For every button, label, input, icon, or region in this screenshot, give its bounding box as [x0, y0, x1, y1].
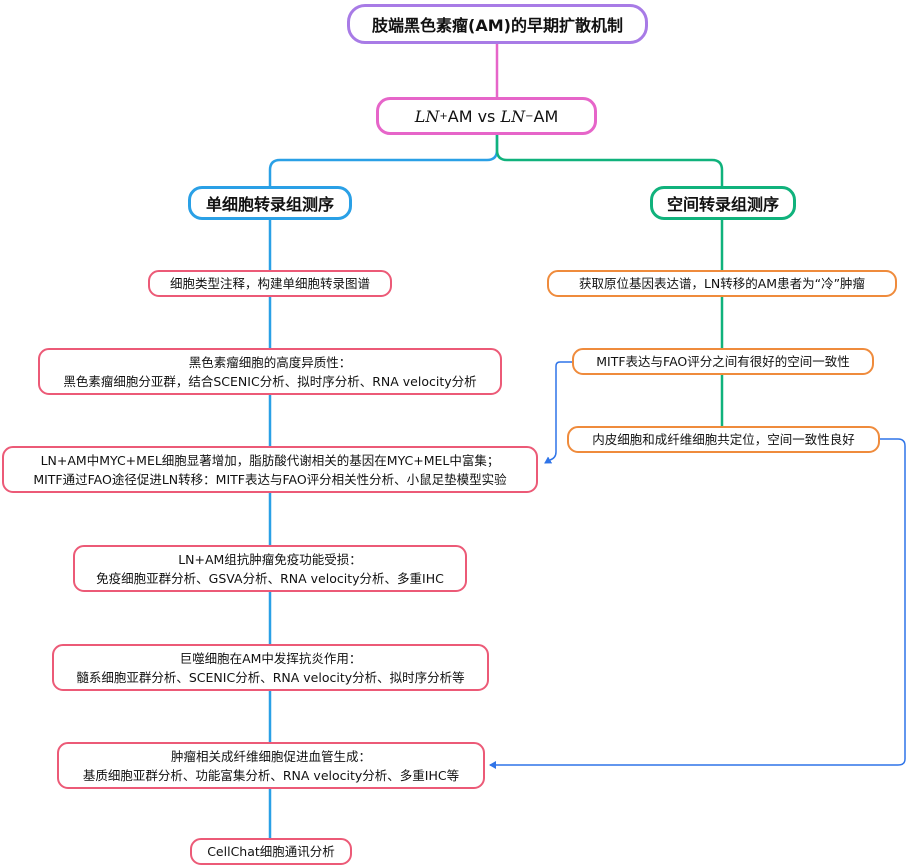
- node-line: 获取原位基因表达谱，LN转移的AM患者为“冷”肿瘤: [578, 276, 866, 291]
- link-arrow-mitf: [544, 361, 572, 464]
- node-line: MITF通过FAO途径促进LN转移：MITF表达与FAO评分相关性分析、小鼠足垫…: [33, 471, 507, 487]
- ln-symbol-1: LN: [414, 106, 440, 126]
- single-cell-branch: 单细胞转录组测序: [188, 186, 352, 220]
- node-line: 内皮细胞和成纤维细胞共定位，空间一致性良好: [592, 432, 855, 447]
- node-line: 巨噬细胞在AM中发挥抗炎作用：: [179, 650, 362, 666]
- node-line: 免疫细胞亚群分析、GSVA分析、RNA velocity分析、多重IHC: [96, 570, 444, 586]
- minus-sign: −: [525, 110, 534, 122]
- left-node-cellchat: CellChat细胞通讯分析: [190, 838, 352, 865]
- right-node-colocalization: 内皮细胞和成纤维细胞共定位，空间一致性良好: [567, 426, 880, 453]
- right-branch-connector: [495, 134, 724, 187]
- left-node-immune: LN+AM组抗肿瘤免疫功能受损： 免疫细胞亚群分析、GSVA分析、RNA vel…: [73, 545, 467, 592]
- title-node: 肢端黑色素瘤(AM)的早期扩散机制: [347, 4, 648, 44]
- node-line: CellChat细胞通讯分析: [207, 844, 335, 859]
- left-node-macrophage: 巨噬细胞在AM中发挥抗炎作用： 髓系细胞亚群分析、SCENIC分析、RNA ve…: [52, 644, 489, 691]
- right-node-expression: 获取原位基因表达谱，LN转移的AM患者为“冷”肿瘤: [547, 270, 897, 297]
- comparison-node: LN+AM vs LN−AM: [376, 97, 597, 135]
- node-line: 黑色素瘤细胞的高度异质性：: [188, 354, 352, 370]
- spatial-label: 空间转录组测序: [666, 195, 779, 214]
- node-line: 基质细胞亚群分析、功能富集分析、RNA velocity分析、多重IHC等: [82, 767, 460, 783]
- right-node-mitf-fao: MITF表达与FAO评分之间有很好的空间一致性: [572, 348, 874, 375]
- left-node-myc-mel: LN+AM中MYC+MEL细胞显著增加，脂肪酸代谢相关的基因在MYC+MEL中富…: [2, 446, 538, 493]
- left-node-heterogeneity: 黑色素瘤细胞的高度异质性： 黑色素瘤细胞分亚群，结合SCENIC分析、拟时序分析…: [38, 348, 502, 395]
- spatial-branch: 空间转录组测序: [650, 186, 796, 220]
- left-node-fibroblast: 肿瘤相关成纤维细胞促进血管生成： 基质细胞亚群分析、功能富集分析、RNA vel…: [57, 742, 485, 789]
- diagram-title: 肢端黑色素瘤(AM)的早期扩散机制: [372, 16, 623, 35]
- am-vs-label: AM vs: [447, 106, 501, 126]
- node-line: 细胞类型注释，构建单细胞转录图谱: [169, 276, 370, 291]
- ln-symbol-2: LN: [500, 106, 526, 126]
- node-line: 肿瘤相关成纤维细胞促进血管生成：: [170, 748, 371, 764]
- single-cell-label: 单细胞转录组测序: [205, 195, 334, 214]
- link-arrow-colocalization: [489, 438, 906, 769]
- node-line: 髓系细胞亚群分析、SCENIC分析、RNA velocity分析、拟时序分析等: [76, 669, 465, 685]
- node-line: LN+AM中MYC+MEL细胞显著增加，脂肪酸代谢相关的基因在MYC+MEL中富…: [40, 452, 500, 468]
- node-line: MITF表达与FAO评分之间有很好的空间一致性: [596, 354, 850, 369]
- node-line: LN+AM组抗肿瘤免疫功能受损：: [178, 551, 362, 567]
- node-line: 黑色素瘤细胞分亚群，结合SCENIC分析、拟时序分析、RNA velocity分…: [63, 373, 477, 389]
- plus-sign: +: [439, 110, 448, 122]
- left-node-annotation: 细胞类型注释，构建单细胞转录图谱: [148, 270, 392, 297]
- am-label: AM: [533, 106, 559, 126]
- left-branch-connector: [268, 134, 499, 187]
